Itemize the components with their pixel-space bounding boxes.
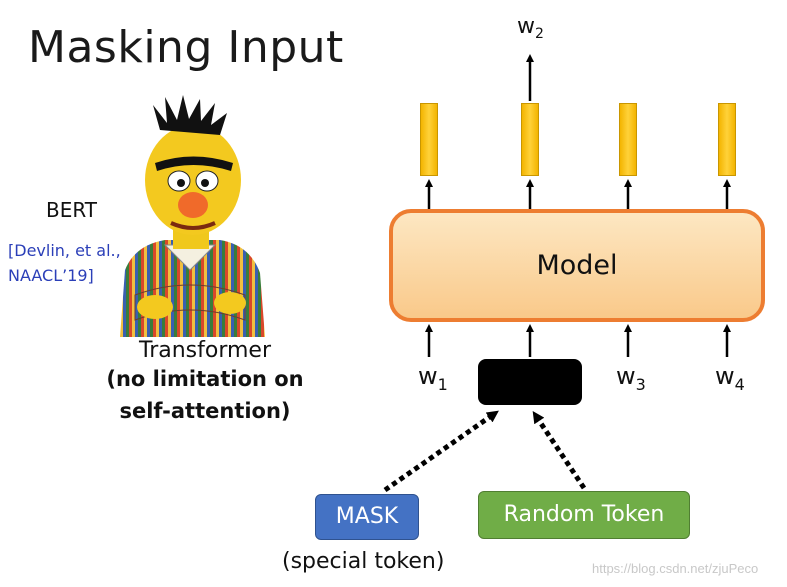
w3-letter: w — [616, 362, 636, 390]
bert-puppet-image — [120, 95, 265, 337]
mask-token-box: MASK — [315, 494, 419, 540]
citation-line-1: [Devlin, et al., — [8, 241, 121, 260]
masked-token-box — [478, 359, 582, 405]
input-word-w4: w4 — [715, 362, 745, 394]
w2-subscript: 2 — [535, 26, 544, 42]
w1-subscript: 1 — [437, 375, 448, 394]
description-line-1: Transformer — [138, 338, 271, 363]
input-word-w3: w3 — [616, 362, 646, 394]
w3-subscript: 3 — [635, 375, 646, 394]
output-vector-1 — [420, 103, 438, 176]
predicted-word-w2: w2 — [517, 14, 544, 42]
description-line-2: (no limitation on — [106, 367, 304, 391]
model-description: Transformer (no limitation on self-atten… — [60, 338, 350, 427]
bert-label: BERT — [46, 198, 98, 222]
w4-subscript: 4 — [734, 375, 745, 394]
w4-letter: w — [715, 362, 735, 390]
output-vector-3 — [619, 103, 637, 176]
watermark-text: https://blog.csdn.net/zjuPeco — [592, 561, 759, 576]
dotted-arrow-random — [532, 411, 587, 490]
output-vector-2 — [521, 103, 539, 176]
dotted-arrow-mask — [383, 410, 499, 493]
input-word-w1: w1 — [418, 362, 448, 394]
random-token-box: Random Token — [478, 491, 690, 539]
special-token-note: (special token) — [282, 549, 445, 574]
model-label: Model — [536, 250, 618, 281]
slide-title: Masking Input — [28, 22, 344, 73]
model-box — [389, 209, 765, 322]
w1-letter: w — [418, 362, 438, 390]
output-vector-4 — [718, 103, 736, 176]
citation-line-2: NAACL’19] — [8, 266, 94, 285]
description-line-3: self-attention) — [119, 399, 291, 423]
citation-text: [Devlin, et al., NAACL’19] — [8, 238, 121, 288]
w2-letter: w — [517, 14, 535, 39]
